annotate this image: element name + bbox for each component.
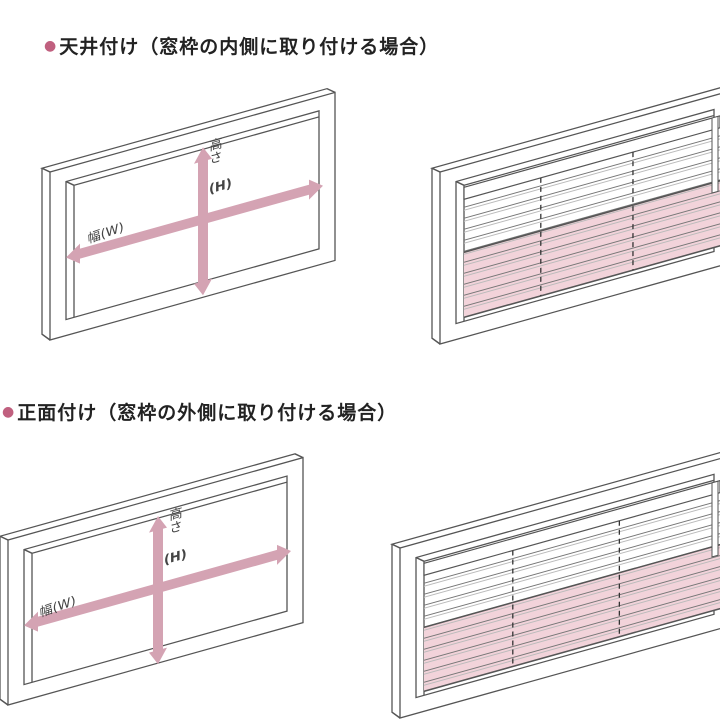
height-arrow-head-top [149, 516, 167, 533]
height-label: 高さ [167, 504, 182, 536]
blind-slat [464, 190, 720, 263]
blind-slat [464, 212, 720, 285]
blind-slat [424, 522, 720, 606]
blind-slat-shadow [464, 171, 720, 244]
blind-cord-control [711, 115, 719, 194]
blind-slat [424, 500, 720, 584]
blind-headrail [423, 479, 720, 577]
height-arrow-head-bottom [194, 278, 212, 296]
frame-depth [0, 453, 304, 706]
blind-headrail [463, 115, 720, 201]
blind-slat-shadow [464, 237, 720, 310]
blind-slat [464, 179, 720, 252]
blind-slat [464, 135, 720, 208]
frame-outer [49, 91, 336, 341]
heading-ceiling-mount: ●天井付け（窓枠の内側に取り付ける場合） [44, 32, 439, 59]
width-arrow-head-right [309, 179, 323, 200]
blind-slat-shadow [464, 182, 720, 255]
heading-front-mount: ●正面付け（窓枠の外側に取り付ける場合） [2, 398, 397, 425]
blind-lower-fabric [424, 544, 720, 692]
width-arrow-line [76, 183, 313, 260]
blind-slat-shadow [424, 558, 720, 642]
blind-slat-shadow [424, 514, 720, 598]
blind-slat-shadow [424, 536, 720, 620]
blind-slat-shadow [424, 525, 720, 609]
blind-slat-shadow [424, 602, 720, 686]
frame-depth [390, 451, 720, 719]
blind-slat [424, 533, 720, 617]
blind-slat-shadow [464, 215, 720, 288]
blind-slat [424, 555, 720, 639]
blind-front-mount [390, 451, 720, 719]
blind-slat-shadow [424, 503, 720, 587]
blind-slat-shadow [464, 226, 720, 299]
frame-opening [65, 110, 320, 321]
heading-text: 正面付け（窓枠の外側に取り付ける場合） [17, 402, 398, 424]
blind-slat-shadow [464, 149, 720, 222]
blind-slat-shadow [464, 204, 720, 277]
window-frame-ceiling [40, 87, 336, 341]
height-label-letter: (H) [164, 547, 187, 568]
blind-slat [424, 588, 720, 672]
blind-slat [464, 223, 720, 296]
bullet-dot-icon: ● [44, 38, 58, 54]
blind-slat [464, 168, 720, 241]
window-frame-front [0, 453, 304, 706]
blind-slat-shadow [464, 160, 720, 233]
blind-slat [424, 577, 720, 661]
blind-slat-shadow [424, 569, 720, 653]
height-label-letter: (H) [209, 176, 232, 197]
bullet-dot-icon: ● [2, 404, 16, 420]
frame-depth [40, 87, 336, 341]
heading-text: 天井付け（窓枠の内側に取り付ける場合） [59, 36, 440, 58]
blind-slat-shadow [424, 580, 720, 664]
blind-slat [424, 511, 720, 595]
blind-slat-shadow [424, 591, 720, 675]
blind-slat [464, 201, 720, 274]
blind-middle-rail [424, 543, 720, 629]
height-arrow-head-bottom [149, 647, 167, 665]
width-arrow-head-left [66, 243, 80, 264]
blind-cord-control [711, 480, 719, 558]
blind-middle-rail [464, 180, 720, 254]
blind-slat-shadow [464, 193, 720, 266]
height-label: 高さ [207, 135, 222, 167]
blind-slat [424, 599, 720, 683]
width-arrow-head-left [24, 611, 38, 632]
width-arrow-head-right [277, 544, 291, 565]
blind-bottom-rail [424, 607, 720, 693]
height-arrow-head-top [194, 147, 212, 164]
blind-slat [464, 146, 720, 219]
blind-ceiling-mount [430, 86, 720, 345]
blind-slat-shadow [464, 138, 720, 211]
frame-depth [430, 86, 720, 345]
blind-slat [464, 234, 720, 307]
blind-slat-shadow [424, 547, 720, 631]
blind-slat [424, 566, 720, 650]
blind-bottom-rail [464, 245, 720, 319]
blind-slat [464, 157, 720, 230]
